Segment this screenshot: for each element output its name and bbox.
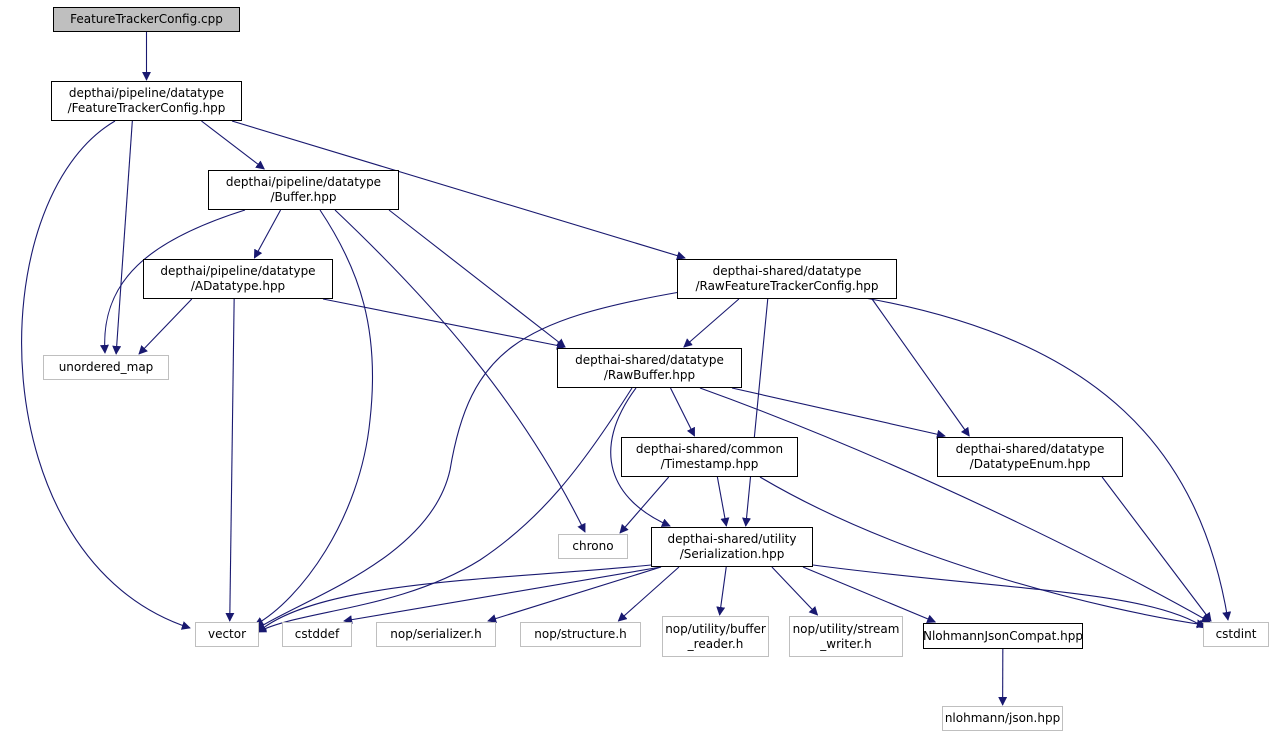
edge-buffer-to-vector bbox=[254, 209, 374, 626]
node-nop-serializer: nop/serializer.h bbox=[376, 622, 496, 647]
node-cpp[interactable]: FeatureTrackerConfig.cpp bbox=[53, 7, 240, 32]
edge-datatypeenum-to-cstdint bbox=[1101, 476, 1212, 622]
edge-buffer-to-chrono bbox=[334, 209, 586, 533]
edge-serialization-to-nop_buffer_reader bbox=[716, 566, 727, 616]
edge-raw_ftc-to-serialization bbox=[742, 298, 769, 527]
node-rawbuffer[interactable]: depthai-shared/datatype /RawBuffer.hpp bbox=[557, 348, 742, 388]
edge-raw_ftc-to-vector bbox=[254, 291, 681, 631]
edge-ftc_hpp-to-unordered_map bbox=[112, 120, 133, 355]
node-vector: vector bbox=[195, 622, 259, 647]
edge-raw_ftc-to-datatypeenum bbox=[871, 298, 970, 437]
edge-timestamp-to-chrono bbox=[619, 476, 670, 534]
node-unordered-map: unordered_map bbox=[43, 355, 169, 380]
node-buffer[interactable]: depthai/pipeline/datatype /Buffer.hpp bbox=[208, 170, 399, 210]
node-adatatype[interactable]: depthai/pipeline/datatype /ADatatype.hpp bbox=[143, 259, 333, 299]
node-nop-structure: nop/structure.h bbox=[520, 622, 641, 647]
edge-raw_ftc-to-rawbuffer bbox=[683, 298, 740, 348]
edge-buffer-to-adatatype bbox=[253, 209, 282, 259]
edge-ftc_hpp-to-raw_ftc bbox=[231, 120, 686, 260]
edge-adatatype-to-unordered_map bbox=[138, 298, 193, 355]
edge-ftc_hpp-to-buffer bbox=[201, 120, 265, 170]
node-serialization[interactable]: depthai-shared/utility /Serialization.hp… bbox=[651, 527, 813, 567]
node-nop-buffer-reader: nop/utility/buffer _reader.h bbox=[662, 616, 769, 657]
node-timestamp[interactable]: depthai-shared/common /Timestamp.hpp bbox=[621, 437, 798, 477]
edge-timestamp-to-serialization bbox=[716, 476, 730, 527]
edge-timestamp-to-cstdint bbox=[759, 476, 1206, 629]
edge-rawbuffer-to-cstdint bbox=[699, 387, 1211, 623]
node-nlohmann-json: nlohmann/json.hpp bbox=[942, 706, 1063, 731]
edge-serialization-to-cstddef bbox=[343, 566, 662, 625]
edge-rawbuffer-to-vector bbox=[257, 387, 633, 633]
edge-adatatype-to-rawbuffer bbox=[322, 298, 566, 350]
edge-rawbuffer-to-datatypeenum bbox=[731, 387, 946, 439]
node-datatypeenum[interactable]: depthai-shared/datatype /DatatypeEnum.hp… bbox=[937, 437, 1123, 477]
edge-serialization-to-cstdint bbox=[812, 564, 1206, 629]
node-cstdint: cstdint bbox=[1203, 622, 1269, 647]
node-raw-ftc[interactable]: depthai-shared/datatype /RawFeatureTrack… bbox=[677, 259, 897, 299]
edge-serialization-to-nlohmann_compat bbox=[802, 566, 937, 624]
node-nop-stream-writer: nop/utility/stream _writer.h bbox=[789, 616, 903, 657]
edge-adatatype-to-vector bbox=[225, 298, 235, 622]
edge-raw_ftc-to-cstdint bbox=[864, 297, 1232, 621]
edge-serialization-to-nop_serializer bbox=[487, 566, 662, 623]
edge-serialization-to-nop_structure bbox=[617, 566, 680, 622]
edge-rawbuffer-to-timestamp bbox=[670, 387, 695, 437]
edge-buffer-to-rawbuffer bbox=[388, 209, 566, 348]
edge-buffer-to-unordered_map bbox=[99, 209, 246, 354]
node-cstddef: cstddef bbox=[282, 622, 352, 647]
edge-ftc_hpp-to-vector bbox=[21, 120, 191, 630]
edge-serialization-to-nop_stream_writer bbox=[771, 566, 819, 616]
edge-serialization-to-vector bbox=[257, 564, 652, 633]
node-nlohmann-compat[interactable]: NlohmannJsonCompat.hpp bbox=[923, 623, 1083, 649]
node-chrono: chrono bbox=[558, 534, 628, 559]
edge-rawbuffer-to-serialization bbox=[610, 387, 671, 527]
node-ftc-hpp[interactable]: depthai/pipeline/datatype /FeatureTracke… bbox=[51, 81, 242, 121]
